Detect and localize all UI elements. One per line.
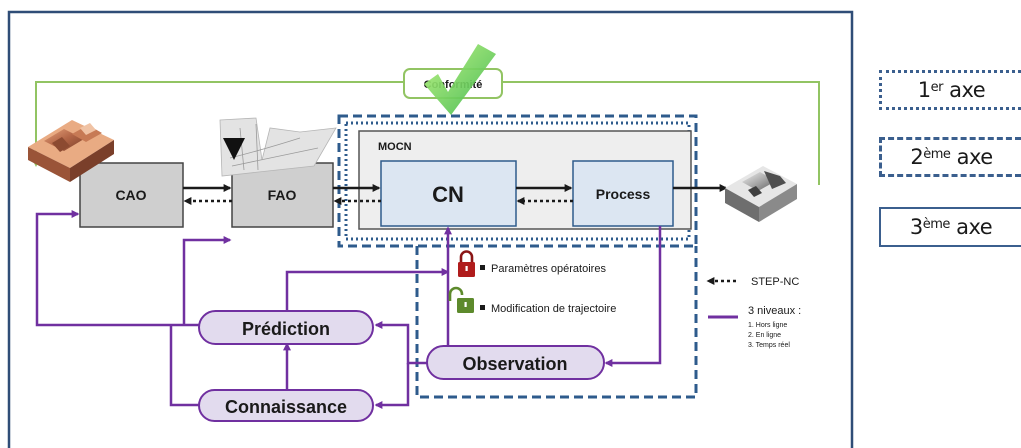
prediction-pill xyxy=(198,310,374,345)
finished-part-icon xyxy=(725,166,797,222)
axis-2-suffix: ème xyxy=(923,146,951,162)
fao-block xyxy=(231,162,334,228)
connaissance-label: Connaissance xyxy=(225,397,347,417)
lock-open-icon xyxy=(448,286,474,313)
step-nc-label: STEP-NC xyxy=(751,276,799,288)
fao-label: FAO xyxy=(268,187,297,203)
connaissance-pill xyxy=(198,389,374,422)
bullet-modification xyxy=(480,305,485,310)
cutting-tool-icon xyxy=(219,117,337,177)
niveaux-title: 3 niveaux : xyxy=(748,305,801,317)
modification-label: Modification de trajectoire xyxy=(491,303,616,315)
cao-label: CAO xyxy=(115,187,146,203)
checkmark-icon xyxy=(424,44,496,115)
parametres-label: Paramètres opératoires xyxy=(491,263,606,275)
lock-closed-icon xyxy=(458,250,475,277)
axis-2-word: axe xyxy=(956,145,994,169)
process-block xyxy=(572,160,674,227)
prediction-label: Prédiction xyxy=(242,319,330,339)
part-icon xyxy=(28,120,114,182)
conformity-loop xyxy=(31,81,820,185)
axis-1-suffix: er xyxy=(930,79,944,95)
mocn-label: MOCN xyxy=(378,141,412,153)
axis-2-number: 2 xyxy=(910,145,924,169)
cn-block xyxy=(380,160,517,227)
niveau-item: 2. En ligne xyxy=(748,332,781,339)
axis-3-number: 3 xyxy=(909,215,923,239)
process-label: Process xyxy=(596,186,651,202)
observation-dashed-frame xyxy=(415,246,698,399)
mocn-dashed-frame xyxy=(337,114,698,248)
bullet-parametres xyxy=(480,265,485,270)
niveau-item: 1. Hors ligne xyxy=(748,322,787,329)
observation-label: Observation xyxy=(462,354,567,374)
niveau-item: 3. Temps réel xyxy=(748,342,790,349)
axis-1-word: axe xyxy=(949,78,986,102)
axis-3-word: axe xyxy=(956,215,993,239)
cao-block xyxy=(79,162,184,228)
knowledge-loop-lines xyxy=(35,209,662,410)
cn-label: CN xyxy=(432,182,464,207)
axis-3-suffix: ème xyxy=(922,216,951,232)
observation-pill xyxy=(426,345,605,380)
axis-1-number: 1 xyxy=(917,78,931,102)
